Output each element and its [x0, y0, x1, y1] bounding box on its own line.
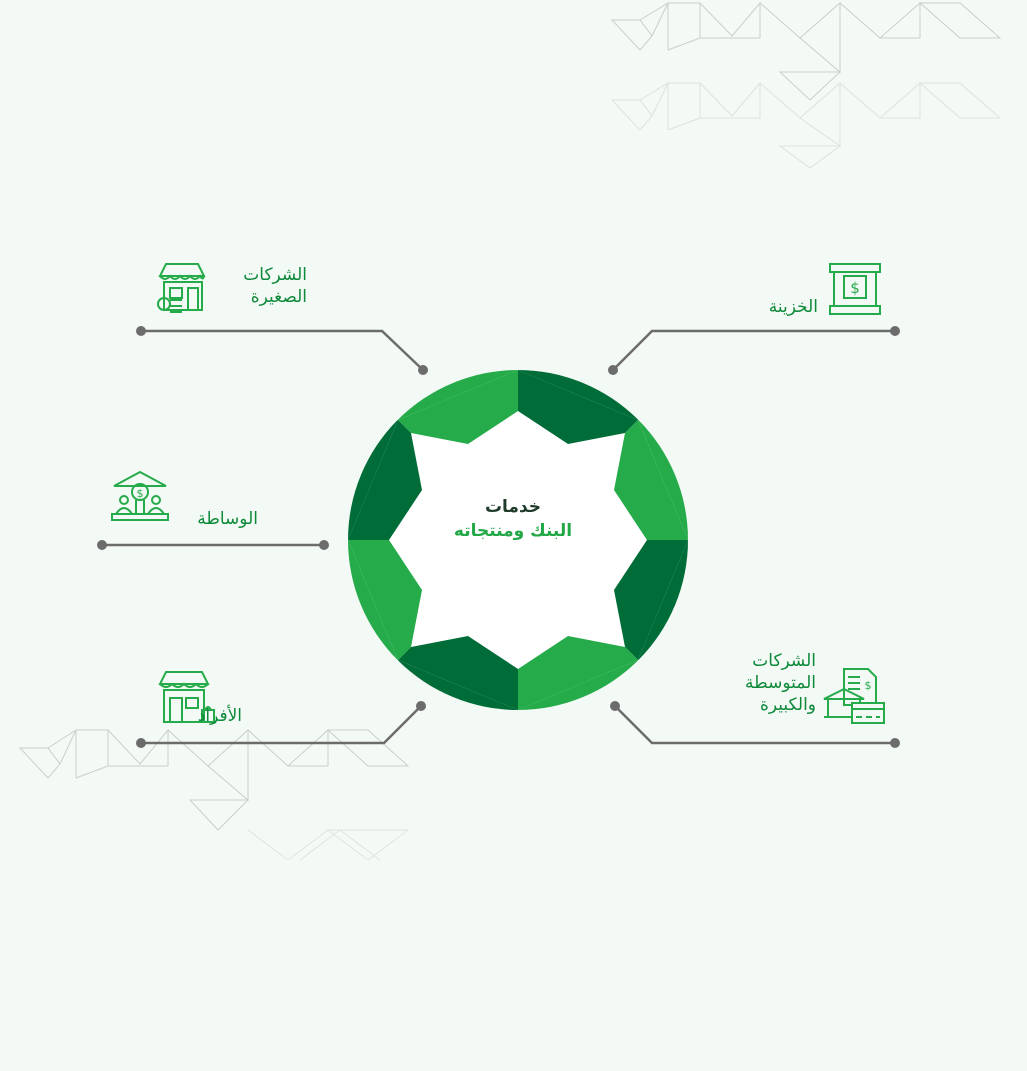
node-small-business-line1: الشركات — [243, 265, 307, 285]
connector-treasury — [612, 329, 895, 371]
connector-dot — [608, 365, 618, 375]
node-corporate-line3: والكبيرة — [759, 695, 816, 715]
bank-people-icon: $ — [111, 470, 169, 521]
center-title-line2: البنك ومنتجاته — [453, 521, 573, 541]
node-brokerage-line1: الوساطة — [197, 509, 258, 529]
node-individuals-line1: الأفراد — [197, 706, 242, 726]
connector-individuals — [141, 705, 422, 745]
connector-dot — [97, 540, 107, 550]
center-title: خدمات البنك ومنتجاته — [418, 495, 608, 543]
store-shopping-bag-icon — [158, 671, 215, 723]
center-title-line1: خدمات — [484, 497, 542, 517]
center-star — [389, 411, 647, 669]
storefront-coins-icon — [157, 263, 206, 313]
connector-dot — [136, 326, 146, 336]
bank-dollar-icon: $ — [829, 263, 881, 315]
node-corporate: الشركات المتوسطة والكبيرة — [745, 650, 816, 716]
svg-text:$: $ — [137, 487, 144, 500]
node-small-business: الشركات الصغيرة — [243, 264, 307, 308]
connector-dot — [418, 365, 428, 375]
connector-dot — [319, 540, 329, 550]
connectors — [102, 329, 895, 745]
connector-corporate — [614, 705, 895, 745]
svg-text:$: $ — [865, 679, 872, 692]
connector-dot — [416, 701, 426, 711]
node-treasury-line1: الخزينة — [768, 297, 818, 317]
node-brokerage: الوساطة — [197, 508, 258, 530]
bank-document-card-icon: $ — [823, 668, 885, 724]
decorative-pattern-top — [610, 1, 1002, 169]
connector-dot — [136, 738, 146, 748]
connector-dot — [610, 701, 620, 711]
connector-dot — [890, 738, 900, 748]
node-small-business-line2: الصغيرة — [250, 287, 307, 307]
node-treasury: الخزينة — [769, 296, 818, 318]
node-corporate-line2: المتوسطة — [745, 673, 816, 693]
connector-dot — [890, 326, 900, 336]
connector-small-business — [141, 329, 424, 371]
node-individuals: الأفراد — [198, 705, 242, 727]
svg-text:$: $ — [850, 279, 860, 297]
node-corporate-line1: الشركات — [752, 651, 816, 671]
decorative-pattern-bottom — [18, 728, 410, 861]
connector-dots — [97, 326, 900, 748]
